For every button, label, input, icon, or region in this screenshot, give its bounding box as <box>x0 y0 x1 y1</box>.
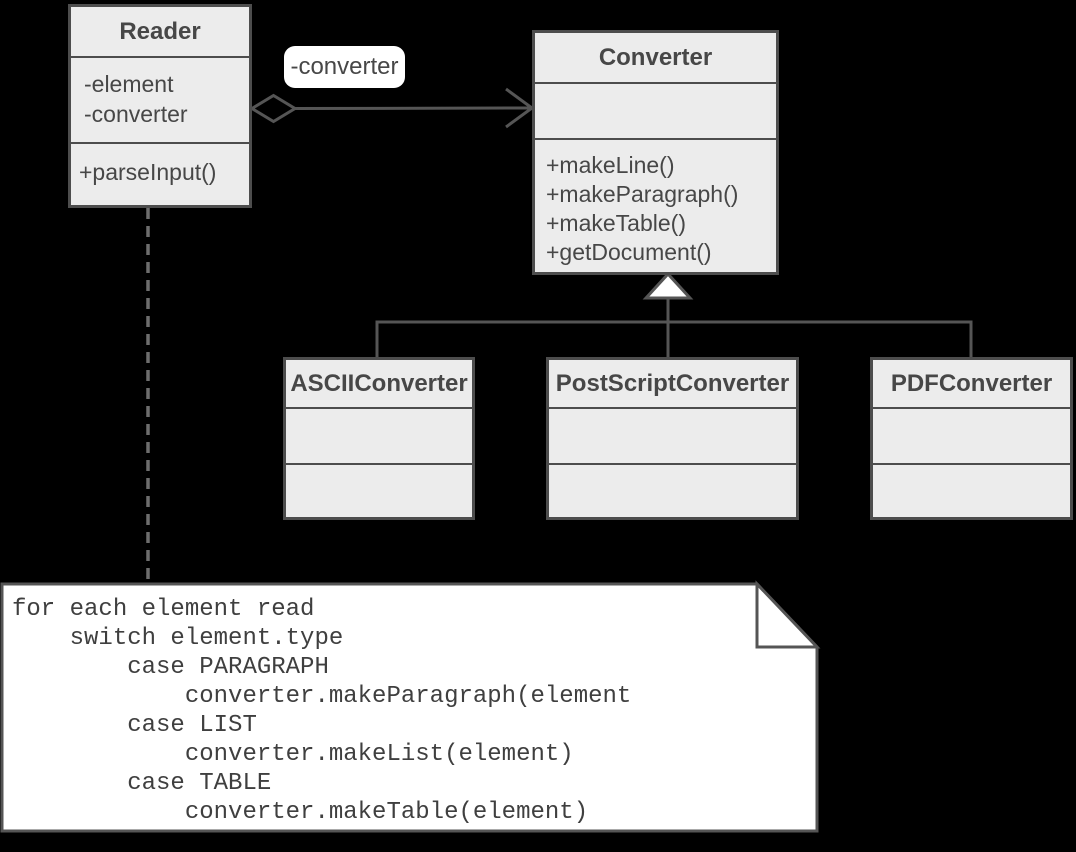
class-box-reader: Reader -element -converter +parseInput() <box>68 4 252 208</box>
method-makeline: +makeLine() <box>546 152 675 178</box>
class-box-pdfconverter: PDFConverter <box>870 357 1073 520</box>
method-getdocument: +getDocument() <box>546 239 712 265</box>
class-title-postscriptconverter: PostScriptConverter <box>555 369 790 397</box>
pdfconverter-attributes-compartment-empty <box>873 407 1070 463</box>
note-dogear-fold-icon <box>755 580 821 649</box>
class-box-postscriptconverter: PostScriptConverter <box>546 357 799 520</box>
aggregation-line <box>294 106 533 110</box>
class-title-pdfconverter: PDFConverter <box>890 369 1053 397</box>
inheritance-branch-lines <box>375 320 973 359</box>
class-box-converter: Converter +makeLine() +makeParagraph() +… <box>532 30 779 275</box>
converter-attributes-compartment-empty <box>535 82 776 138</box>
asciiconverter-methods-compartment-empty <box>286 463 472 517</box>
reader-methods-compartment: +parseInput() <box>71 142 249 206</box>
note-body <box>0 582 819 833</box>
class-title-asciiconverter: ASCIIConverter <box>290 369 468 397</box>
reader-attributes-compartment: -element -converter <box>71 56 249 142</box>
pdfconverter-methods-compartment-empty <box>873 463 1070 517</box>
inheritance-triangle-icon <box>642 271 694 300</box>
postscriptconverter-methods-compartment-empty <box>549 463 796 517</box>
class-title-converter: Converter <box>598 43 713 71</box>
aggregation-diamond-icon <box>249 93 298 124</box>
method-makeparagraph: +makeParagraph() <box>546 181 739 207</box>
converter-methods-compartment: +makeLine() +makeParagraph() +makeTable(… <box>535 138 776 272</box>
note-pseudocode: for each element read switch element.typ… <box>12 596 632 826</box>
attribute-converter: -converter <box>84 101 188 127</box>
method-maketable: +makeTable() <box>546 210 686 236</box>
asciiconverter-attributes-compartment-empty <box>286 407 472 463</box>
association-label-converter: -converter <box>284 46 405 88</box>
class-title-reader: Reader <box>119 17 201 45</box>
attribute-element: -element <box>84 71 174 97</box>
method-parseinput: +parseInput() <box>79 159 217 185</box>
class-box-asciiconverter: ASCIIConverter <box>283 357 475 520</box>
postscriptconverter-attributes-compartment-empty <box>549 407 796 463</box>
